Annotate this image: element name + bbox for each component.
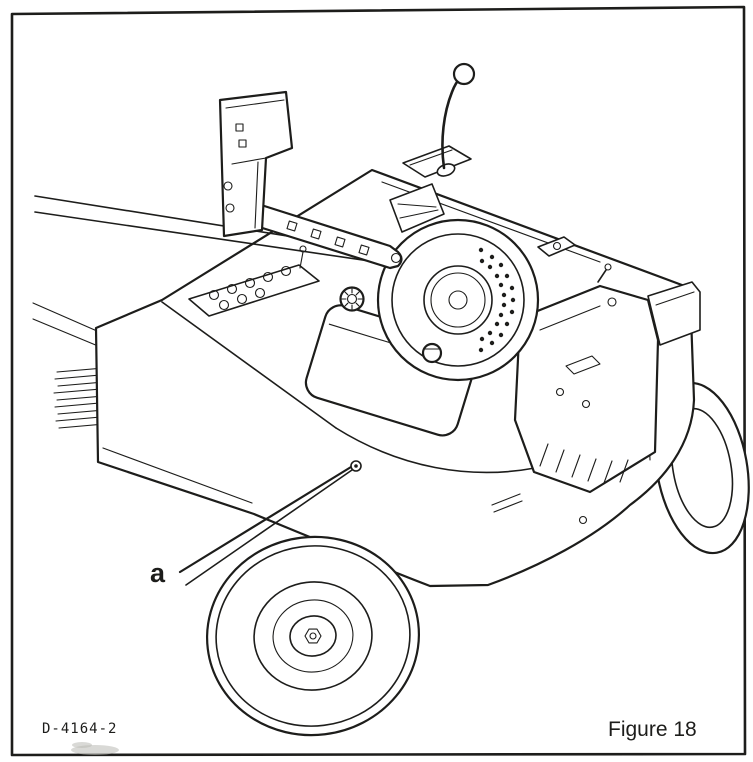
- engine-block: [513, 263, 701, 494]
- figure-caption: Figure 18: [608, 718, 697, 741]
- oil-cap: [421, 342, 443, 364]
- fuel-cap: [339, 286, 365, 312]
- callout-a-label: a: [150, 558, 166, 588]
- paper-smudge: [71, 742, 119, 755]
- drawing-number: D-4164-2: [42, 721, 118, 737]
- mounting-bracket: [218, 90, 403, 270]
- control-lever: [436, 62, 476, 177]
- figure-border: [10, 5, 747, 757]
- recoil-housing: [376, 218, 540, 382]
- deck-details: [188, 145, 576, 317]
- front-wheel: [206, 535, 420, 737]
- callout-a-leader: [178, 460, 362, 586]
